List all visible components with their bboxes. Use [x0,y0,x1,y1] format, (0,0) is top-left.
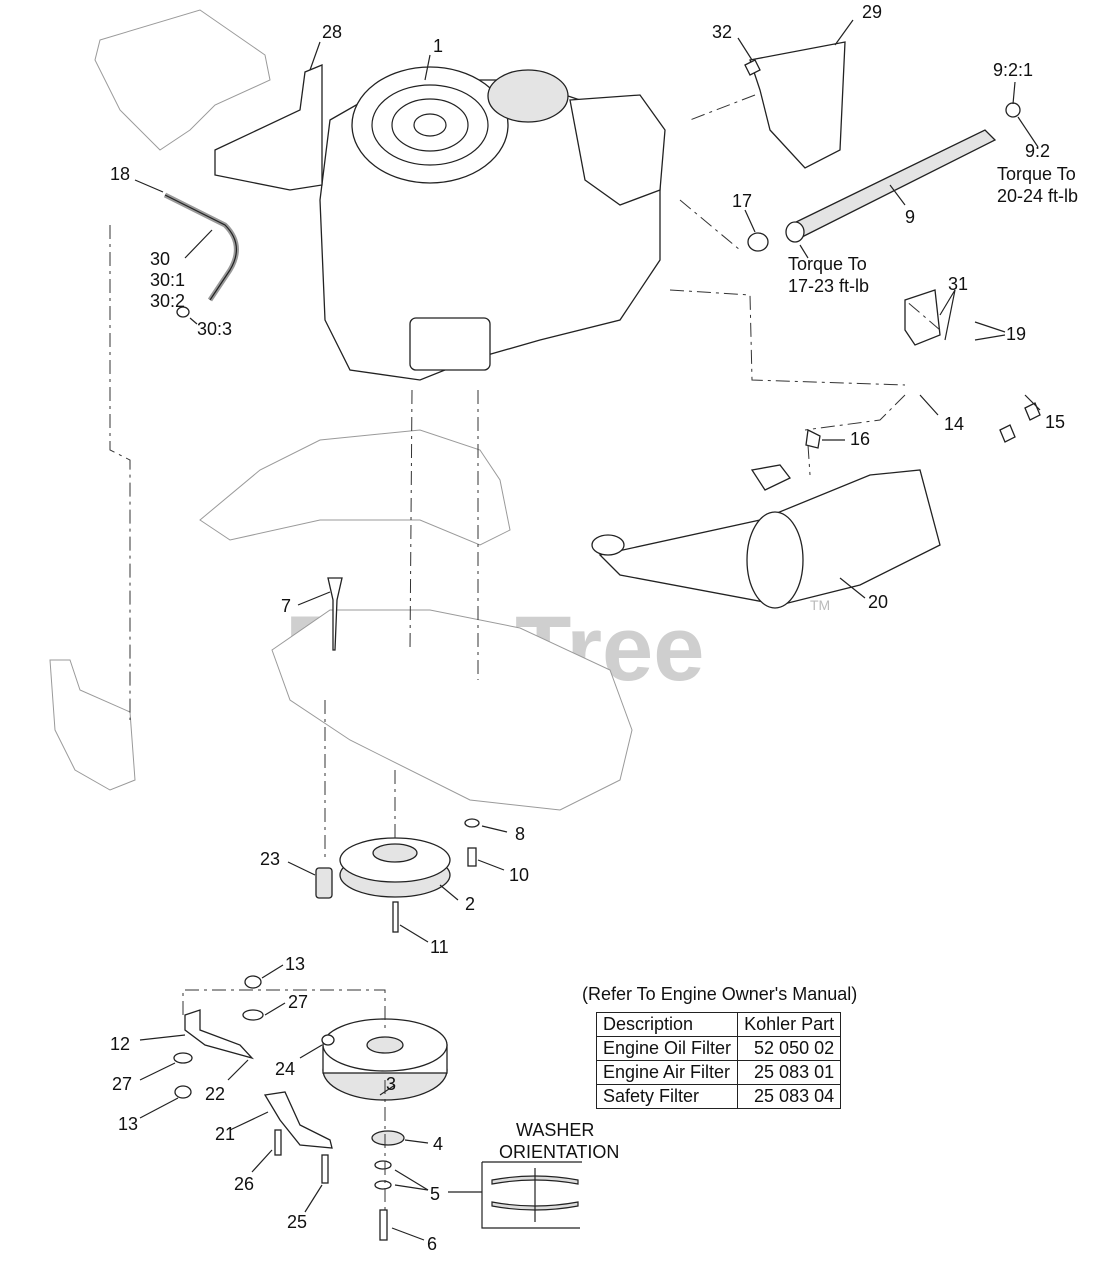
table-cell-description: Safety Filter [595,1084,739,1109]
bracket-21 [263,1091,333,1149]
hardware [173,59,1041,1241]
callout-19: 19 [1006,324,1026,344]
ghost-frame-parts [49,9,633,811]
callout-1: 1 [433,36,443,56]
torque-note-9-2-line2: 20-24 ft-lb [997,186,1078,206]
callout-10: 10 [509,865,529,885]
callout-21: 21 [215,1124,235,1144]
watermark-tm: TM [810,597,830,613]
callout-31: 31 [948,274,968,294]
callout-23: 23 [260,849,280,869]
callout-15: 15 [1045,412,1065,432]
table-caption: (Refer To Engine Owner's Manual) [582,984,858,1004]
callout-9: 9 [905,207,915,227]
table-cell-description: Engine Oil Filter [595,1036,739,1061]
engine-assembly [295,66,666,381]
bracket-12 [184,1009,255,1060]
callout-32: 32 [712,22,732,42]
callout-26: 26 [234,1174,254,1194]
washer-orientation-line1: WASHER [516,1120,594,1140]
callout-13b: 13 [118,1114,138,1134]
muffler-20 [591,464,941,609]
fitting-17 [747,232,769,252]
washer-orientation-detail [481,1161,582,1229]
callout-17: 17 [732,191,752,211]
torque-note-9-2-line1: Torque To [997,164,1076,184]
kohler-parts-table: Description Kohler Part Engine Oil Filte… [595,1012,842,1109]
bracket-14 [904,289,941,346]
callout-14: 14 [944,414,964,434]
callout-5: 5 [430,1184,440,1204]
table-header-description: Description [595,1012,739,1037]
torque-note-17-line1: Torque To [788,254,867,274]
callout-27b: 27 [112,1074,132,1094]
table-header-kohler-part: Kohler Part [737,1012,842,1037]
table-row: Safety Filter 25 083 04 [595,1084,842,1109]
callout-13a: 13 [285,954,305,974]
callout-30-2: 30:2 [150,291,185,311]
callout-30: 30 [150,249,170,269]
callout-22: 22 [205,1084,225,1104]
callout-30-1: 30:1 [150,270,185,290]
heat-shield-29 [749,41,846,169]
table-cell-part: 25 083 04 [737,1084,842,1109]
callout-7: 7 [281,596,291,616]
callout-8: 8 [515,824,525,844]
callout-29: 29 [862,2,882,22]
callout-28: 28 [322,22,342,42]
table-cell-part: 52 050 02 [737,1036,842,1061]
callout-3: 3 [386,1074,396,1094]
assembly-lines [109,94,941,1210]
table-cell-description: Engine Air Filter [595,1060,739,1085]
leader-lines [134,19,1041,1241]
callout-25: 25 [287,1212,307,1232]
callout-6: 6 [427,1234,437,1254]
callout-12: 12 [110,1034,130,1054]
callout-9-2-1: 9:2:1 [993,60,1033,80]
callout-9-2: 9:2 [1025,141,1050,161]
table-row: Engine Air Filter 25 083 01 [595,1060,842,1085]
callout-20: 20 [868,592,888,612]
callout-11: 11 [430,937,449,957]
fitting-9-2-1 [1005,102,1021,118]
callout-30-3: 30:3 [197,319,232,339]
washer-orientation-label: WASHER ORIENTATION [499,1120,619,1162]
callout-4: 4 [433,1134,443,1154]
bracket-28 [214,64,323,191]
pulley-2 [339,837,451,898]
callout-18: 18 [110,164,130,184]
callout-27a: 27 [288,992,308,1012]
torque-note-9-2: Torque To 20-24 ft-lb [997,164,1078,206]
table-row: Engine Oil Filter 52 050 02 [595,1036,842,1061]
callout-16: 16 [850,429,870,449]
torque-note-17-line2: 17-23 ft-lb [788,276,869,296]
table-header-row: Description Kohler Part [595,1012,842,1037]
callout-labels: 1 2 3 4 5 6 7 8 9 9:2 9:2:1 10 11 12 13 … [110,2,1065,1254]
washer-orientation-line2: ORIENTATION [499,1142,619,1162]
torque-note-17: Torque To 17-23 ft-lb [788,254,869,296]
table-cell-part: 25 083 01 [737,1060,842,1085]
callout-24: 24 [275,1059,295,1079]
callout-2: 2 [465,894,475,914]
